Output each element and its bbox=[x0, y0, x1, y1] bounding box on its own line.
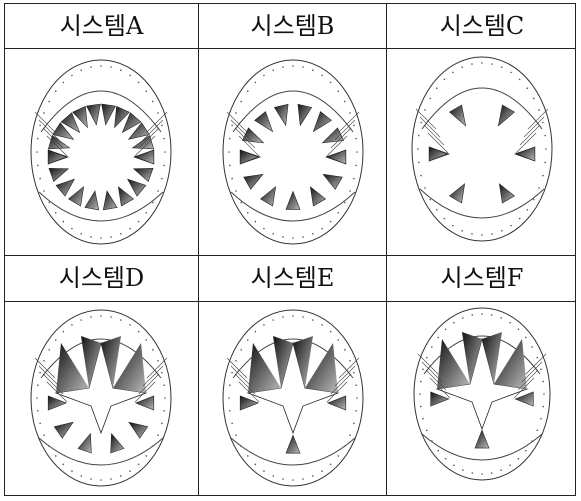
system-c-label: 시스템C bbox=[387, 6, 577, 46]
row-divider bbox=[5, 255, 575, 256]
system-b-mouth-illustration bbox=[199, 49, 386, 255]
system-a-diagram bbox=[5, 49, 198, 255]
system-f-diagram bbox=[387, 302, 577, 496]
system-f-label: 시스템F bbox=[387, 258, 577, 298]
system-b-diagram bbox=[199, 49, 386, 255]
system-d-label: 시스템D bbox=[5, 258, 198, 298]
system-c-diagram bbox=[387, 49, 577, 255]
system-d-diagram bbox=[5, 302, 198, 496]
system-a-label: 시스템A bbox=[5, 6, 198, 46]
system-e-mouth-illustration bbox=[199, 302, 386, 496]
system-b-label: 시스템B bbox=[199, 6, 386, 46]
system-e-label: 시스템E bbox=[199, 258, 386, 298]
system-comparison-table: 시스템A 시스템B 시스템C 시스템D 시스템E 시스템F bbox=[4, 3, 576, 496]
system-c-mouth-illustration bbox=[387, 49, 577, 255]
system-e-diagram bbox=[199, 302, 386, 496]
system-d-mouth-illustration bbox=[5, 302, 198, 496]
system-f-mouth-illustration bbox=[387, 302, 577, 496]
system-a-mouth-illustration bbox=[5, 49, 198, 255]
